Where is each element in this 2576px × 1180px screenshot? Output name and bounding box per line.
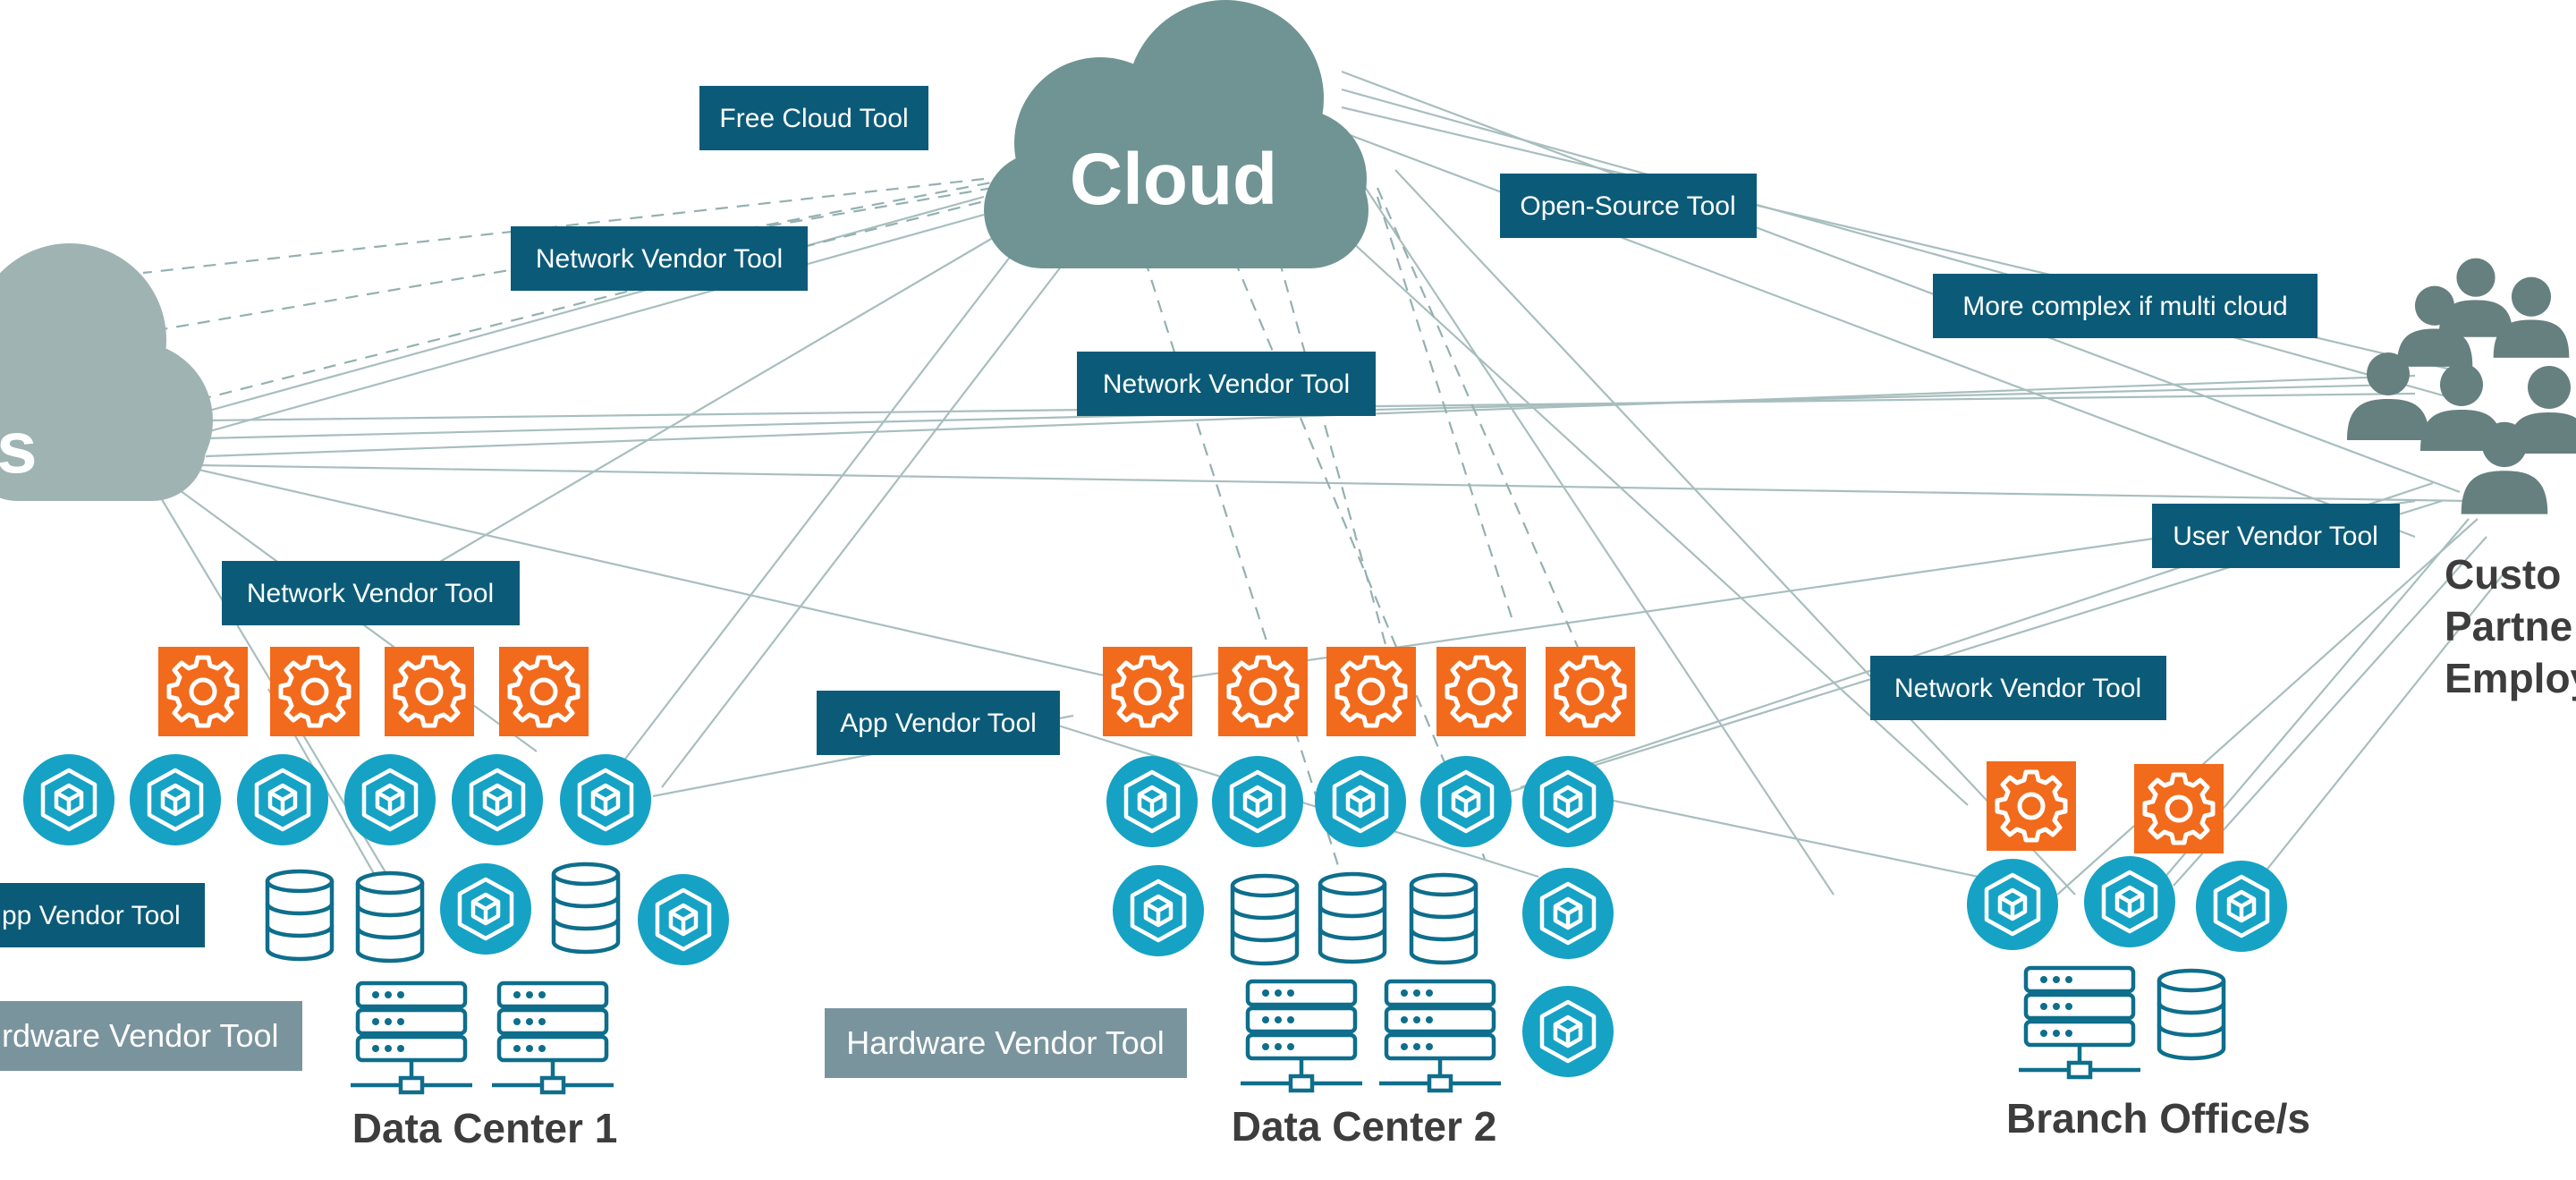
database-icon — [1411, 875, 1476, 963]
tool-label: Network Vendor Tool — [1870, 656, 2166, 720]
tool-label-text: User Vendor Tool — [2173, 522, 2378, 551]
database-icon — [1320, 874, 1385, 962]
hardware-labels: rdware Vendor Tool Hardware Vendor Tool — [0, 1001, 1187, 1078]
database-icon — [554, 864, 618, 952]
cube-icon — [1522, 986, 1614, 1077]
cube-icon — [344, 754, 436, 845]
tool-label: App Vendor Tool — [817, 691, 1060, 755]
tool-label: User Vendor Tool — [2152, 504, 2400, 568]
databases — [267, 864, 2224, 1058]
site-title-branch: Branch Office/s — [2006, 1095, 2310, 1142]
users-label-line: Employ — [2445, 655, 2576, 701]
tool-label-text: Network Vendor Tool — [1103, 369, 1350, 399]
dashed-connection-lines — [142, 177, 1594, 878]
gear-icon — [1103, 647, 1192, 736]
server-icon — [2019, 968, 2140, 1077]
gear-icon — [1987, 761, 2076, 851]
server-icon — [1241, 981, 1362, 1091]
servers — [351, 968, 2140, 1092]
cube-icon — [452, 754, 543, 845]
server-icon — [1379, 981, 1501, 1091]
tool-label: Network Vendor Tool — [1077, 352, 1376, 416]
cube-icon — [1106, 756, 1198, 847]
users-label: Custo Partne Employ — [2445, 551, 2576, 701]
gear-icon — [1326, 647, 1416, 736]
database-icon — [267, 871, 332, 959]
hardware-label: rdware Vendor Tool — [0, 1001, 302, 1071]
hardware-label-text: Hardware Vendor Tool — [846, 1024, 1165, 1061]
tool-label: Free Cloud Tool — [699, 86, 928, 150]
tool-labels: Free Cloud Tool Network Vendor Tool Open… — [0, 86, 2400, 947]
tool-label-text: App Vendor Tool — [840, 709, 1037, 738]
tool-label: pp Vendor Tool — [0, 883, 205, 947]
database-icon — [1233, 876, 1297, 964]
cube-icon — [440, 863, 531, 955]
server-icon — [492, 983, 614, 1092]
cube-icon — [638, 874, 729, 965]
tool-label-text: Open-Source Tool — [1520, 191, 1735, 221]
gear-icon — [2134, 764, 2224, 853]
cube-icon — [1522, 868, 1614, 959]
gear-icon — [1546, 647, 1635, 736]
cube-icon — [23, 754, 114, 845]
cloud-main: Cloud — [984, 0, 1368, 268]
cloud-icon — [984, 0, 1368, 268]
cloud-left-label: s — [0, 407, 38, 488]
server-icon — [351, 983, 472, 1092]
users-label-line: Partne — [2445, 603, 2572, 649]
gear-icon — [1218, 647, 1308, 736]
site-title-dc2: Data Center 2 — [1232, 1103, 1497, 1150]
cube-icon — [560, 754, 651, 845]
site-title-dc1: Data Center 1 — [352, 1105, 618, 1151]
gear-icon — [270, 647, 360, 736]
gear-icon — [499, 647, 589, 736]
gear-icon — [158, 647, 248, 736]
cube-icon — [1420, 756, 1512, 847]
hardware-label: Hardware Vendor Tool — [825, 1008, 1187, 1078]
cube-icon — [1315, 756, 1406, 847]
tool-label: Open-Source Tool — [1500, 174, 1757, 238]
cube-icon — [2196, 861, 2287, 952]
gear-icon — [1436, 647, 1526, 736]
tool-label: Network Vendor Tool — [511, 226, 808, 291]
users-label-line: Custo — [2445, 551, 2561, 598]
users-group-icon — [2347, 258, 2576, 514]
cube-icon — [1212, 756, 1303, 847]
tool-label-text: Network Vendor Tool — [536, 244, 783, 274]
database-icon — [2159, 971, 2224, 1058]
database-icon — [358, 873, 422, 961]
cloud-left: s — [0, 243, 213, 501]
tool-label-text: Free Cloud Tool — [719, 104, 908, 133]
cube-icon — [237, 754, 328, 845]
cube-icon — [1967, 859, 2058, 950]
cube-icon — [130, 754, 221, 845]
cube-icon — [1113, 865, 1204, 956]
hardware-label-text: rdware Vendor Tool — [2, 1017, 279, 1054]
tool-label: More complex if multi cloud — [1933, 274, 2318, 338]
cloud-icon — [0, 243, 213, 501]
cloud-main-label: Cloud — [1070, 139, 1277, 220]
tool-label-text: Network Vendor Tool — [1894, 674, 2141, 703]
tool-label: Network Vendor Tool — [222, 561, 520, 625]
cube-icon — [1522, 756, 1614, 847]
tool-label-text: Network Vendor Tool — [247, 579, 494, 608]
gear-icon — [385, 647, 474, 736]
tool-label-text: pp Vendor Tool — [2, 901, 181, 930]
tool-label-text: More complex if multi cloud — [1962, 292, 2287, 321]
cube-icon — [2084, 856, 2175, 947]
site-titles: Data Center 1 Data Center 2 Branch Offic… — [352, 1095, 2310, 1151]
